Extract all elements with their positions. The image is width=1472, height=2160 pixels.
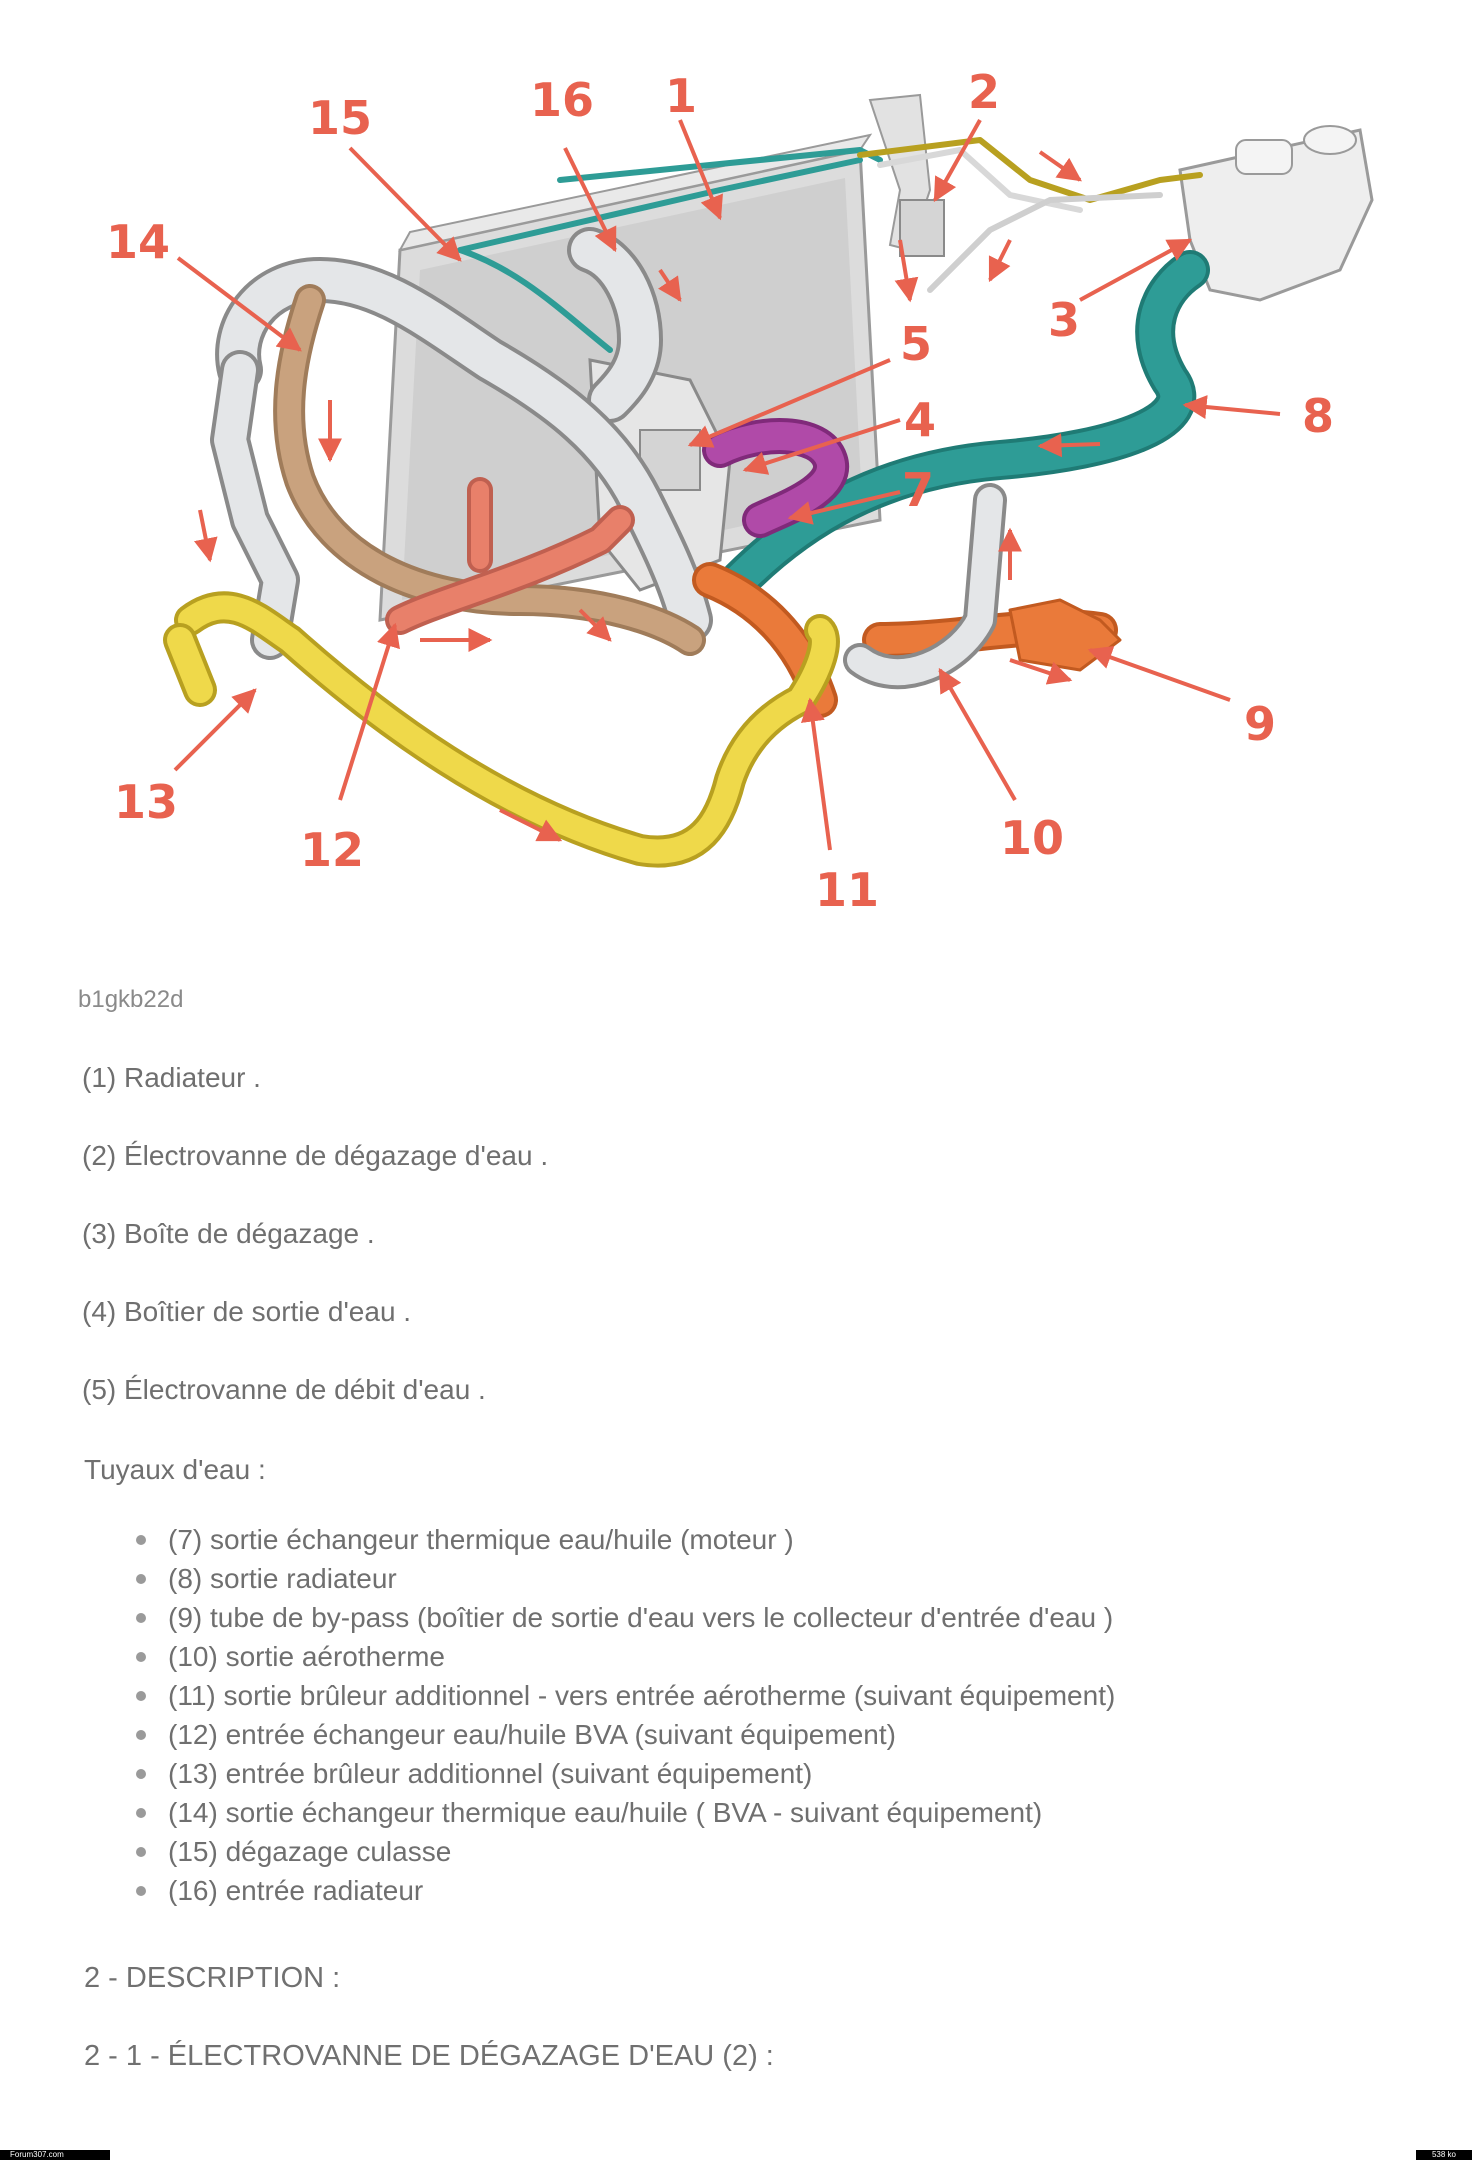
- callout-3: 3: [1048, 293, 1080, 347]
- bullet-icon: [136, 1886, 146, 1896]
- callout-15: 15: [308, 91, 372, 145]
- callout-numbers: 1 2 3 4 5 7 8 9 10 11 12 13 14 15 16: [106, 65, 1334, 917]
- bullet-icon: [136, 1574, 146, 1584]
- pipes: [163, 137, 1210, 868]
- callout-10: 10: [1000, 811, 1064, 865]
- list-item: (14) sortie échangeur thermique eau/huil…: [136, 1793, 1115, 1832]
- pipes-list: (7) sortie échangeur thermique eau/huile…: [136, 1520, 1115, 1910]
- pipes-title: Tuyaux d'eau :: [84, 1454, 266, 1485]
- bullet-icon: [136, 1652, 146, 1662]
- bullet-icon: [136, 1808, 146, 1818]
- list-item: (7) sortie échangeur thermique eau/huile…: [136, 1520, 1115, 1559]
- leader-lines: [173, 119, 1281, 851]
- callout-2: 2: [968, 65, 1000, 119]
- bullet-icon: [136, 1691, 146, 1701]
- callout-5: 5: [900, 317, 932, 371]
- callout-14: 14: [106, 215, 170, 269]
- figure-caption: b1gkb22d: [78, 986, 184, 1013]
- bullet-icon: [136, 1535, 146, 1545]
- bullet-icon: [136, 1847, 146, 1857]
- component-4: (4) Boîtier de sortie d'eau .: [82, 1296, 412, 1327]
- bullet-icon: [136, 1769, 146, 1779]
- section-heading: 2 - DESCRIPTION :: [84, 1962, 341, 1994]
- subsection-heading: 2 - 1 - ÉLECTROVANNE DE DÉGAZAGE D'EAU (…: [84, 2040, 774, 2072]
- callout-9: 9: [1244, 697, 1276, 751]
- list-item: (12) entrée échangeur eau/huile BVA (sui…: [136, 1715, 1115, 1754]
- callout-1: 1: [665, 69, 697, 123]
- callout-11: 11: [815, 863, 879, 917]
- flow-arrows: [193, 150, 1101, 842]
- list-item: (11) sortie brûleur additionnel - vers e…: [136, 1676, 1115, 1715]
- component-5: (5) Électrovanne de débit d'eau .: [82, 1374, 486, 1405]
- callout-8: 8: [1302, 389, 1334, 443]
- callout-13: 13: [114, 775, 178, 829]
- list-item: (16) entrée radiateur: [136, 1871, 1115, 1910]
- component-3: (3) Boîte de dégazage .: [82, 1218, 375, 1249]
- list-item: (9) tube de by-pass (boîtier de sortie d…: [136, 1598, 1115, 1637]
- degassing-box: [1178, 125, 1374, 302]
- callout-4: 4: [904, 393, 936, 447]
- component-2: (2) Électrovanne de dégazage d'eau .: [82, 1140, 549, 1171]
- footer-site-label: Forum307.com: [0, 2150, 110, 2160]
- list-item: (10) sortie aérotherme: [136, 1637, 1115, 1676]
- callout-16: 16: [530, 73, 594, 127]
- degassing-solenoid-valve: [868, 93, 945, 257]
- callout-7: 7: [902, 463, 934, 517]
- bullet-icon: [136, 1730, 146, 1740]
- list-item: (8) sortie radiateur: [136, 1559, 1115, 1598]
- footer-size-label: 538 ko: [1416, 2150, 1472, 2160]
- callout-12: 12: [300, 823, 364, 877]
- list-item: (15) dégazage culasse: [136, 1832, 1115, 1871]
- cooling-system-diagram: 1 2 3 4 5 7 8 9 10 11 12 13 14 15 16: [106, 65, 1374, 917]
- bullet-icon: [136, 1613, 146, 1623]
- component-1: (1) Radiateur .: [82, 1062, 261, 1093]
- list-item: (13) entrée brûleur additionnel (suivant…: [136, 1754, 1115, 1793]
